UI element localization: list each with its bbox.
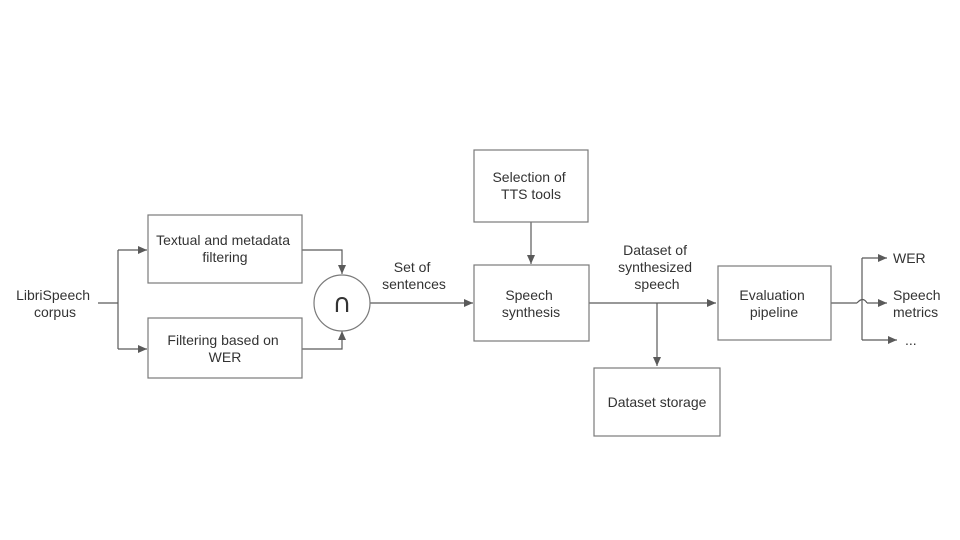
textual-filter-label: Textual and metadata filtering	[156, 232, 294, 265]
textual-filter-box	[147, 214, 303, 284]
synth-dataset-edge-label: Dataset of synthesized speech	[618, 242, 696, 292]
output-wer-label: WER	[893, 250, 926, 266]
librispeech-label: LibriSpeech corpus	[16, 287, 94, 320]
output-more-label: ...	[905, 332, 917, 348]
wer-filter-box	[147, 317, 303, 379]
output-metrics-label: Speech metrics	[893, 287, 944, 320]
speech-synthesis-label: Speech synthesis	[502, 287, 560, 320]
edge-wer-filter-to-intersection	[302, 331, 346, 350]
wer-filter-label: Filtering based on WER	[167, 332, 282, 365]
evaluation-box	[717, 265, 832, 341]
dataset-storage-box	[593, 367, 721, 437]
sentences-edge-label: Set of sentences	[382, 259, 446, 292]
tts-selection-label: Selection of TTS tools	[492, 169, 569, 202]
intersection-symbol: ∩	[332, 289, 351, 319]
edge-textual-filter-to-intersection	[302, 249, 346, 274]
evaluation-label: Evaluation pipeline	[739, 287, 808, 320]
speech-synthesis-box	[473, 264, 590, 342]
intersection-node	[313, 274, 371, 332]
dataset-storage-label: Dataset storage	[608, 394, 707, 410]
tts-selection-box	[473, 149, 589, 223]
